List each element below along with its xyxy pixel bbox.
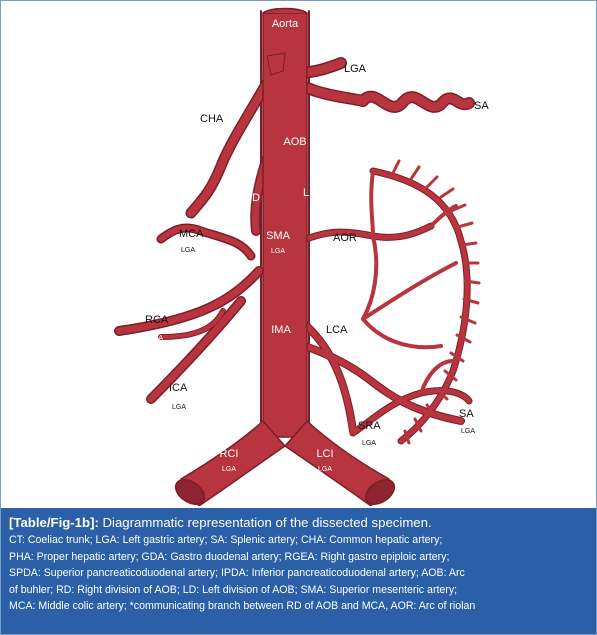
label-lci: LCI	[316, 448, 333, 460]
label-aorta: Aorta	[272, 18, 299, 30]
label-mca: MCA	[179, 228, 204, 240]
sa-top-vessel	[271, 66, 474, 112]
sra-vessel	[298, 318, 356, 434]
arcade-1	[361, 234, 379, 321]
label-mca-sub: LGA	[181, 247, 195, 254]
caption-title-text: Diagrammatic representation of the disse…	[98, 515, 432, 530]
label-ica: ICA	[169, 382, 188, 394]
label-rci: RCI	[220, 448, 239, 460]
label-rci-sub: LGA	[222, 466, 236, 473]
label-sma: SMA	[266, 230, 291, 242]
label-rca-sub: LGA	[149, 335, 163, 342]
vasa-recta	[391, 159, 481, 445]
label-aor-sub: LGA	[337, 252, 351, 259]
label-lca: LCA	[326, 324, 348, 336]
label-ica-sub: LGA	[172, 404, 186, 411]
label-rca: RCA	[145, 314, 169, 326]
label-sa-bottom: SA	[459, 408, 474, 420]
coeliac-trunk	[266, 52, 286, 76]
caption-title: [Table/Fig-1b]: Diagrammatic representat…	[9, 514, 588, 532]
marginal-artery	[370, 168, 470, 444]
label-sa-bottom-sub: LGA	[461, 428, 475, 435]
label-lga-top: LGA	[344, 63, 367, 75]
cha-vessel	[187, 75, 273, 217]
ica-branch-vessel	[159, 309, 225, 339]
aor-vessel	[298, 223, 434, 244]
mca-vessel	[158, 225, 254, 259]
arcade-5	[429, 204, 458, 228]
arcade-2	[361, 261, 458, 321]
caption-line: CT: Coeliac trunk; LGA: Left gastric art…	[9, 534, 443, 546]
caption-figure-ref: [Table/Fig-1b]:	[9, 515, 99, 530]
vessels	[114, 7, 481, 506]
label-ima: IMA	[271, 324, 291, 336]
label-cha: CHA	[200, 113, 224, 125]
label-aob: AOB	[283, 136, 306, 148]
rci-vessel	[180, 420, 286, 506]
caption-line: PHA: Proper hepatic artery; GDA: Gastro …	[9, 550, 450, 563]
label-ld: LD	[303, 187, 317, 199]
diagram-labels: Aorta LGA CHA SA AOB RD LD MCA LGA SMA L…	[145, 18, 489, 473]
aorta-vessel	[262, 12, 308, 438]
figure-caption: [Table/Fig-1b]: Diagrammatic representat…	[1, 508, 596, 634]
label-sa-top: SA	[474, 100, 489, 112]
label-sra: SRA	[358, 420, 381, 432]
rci-end	[174, 479, 206, 505]
label-lci-sub: LGA	[318, 466, 332, 473]
label-rd: RD	[244, 192, 260, 204]
arcade-6	[419, 359, 455, 395]
label-sra-sub: LGA	[362, 440, 376, 447]
caption-line: of buhler; RD: Right division of AOB; LD…	[9, 583, 458, 596]
arcade-4	[369, 169, 375, 238]
label-aor: AOR	[333, 232, 357, 244]
caption-line: SPDA: Superior pancreaticoduodenal arter…	[9, 567, 465, 580]
aorta-top	[262, 7, 308, 14]
rca-vessel	[115, 267, 263, 335]
label-sma-sub: LGA	[271, 248, 285, 255]
ica-vessel	[147, 297, 245, 403]
artery-diagram: Aorta LGA CHA SA AOB RD LD MCA LGA SMA L…	[114, 7, 489, 506]
lci-end	[364, 479, 396, 505]
arcade-3	[361, 317, 443, 350]
caption-line: MCA: Middle colic artery; *communicating…	[9, 600, 476, 613]
lci-vessel	[284, 420, 390, 506]
